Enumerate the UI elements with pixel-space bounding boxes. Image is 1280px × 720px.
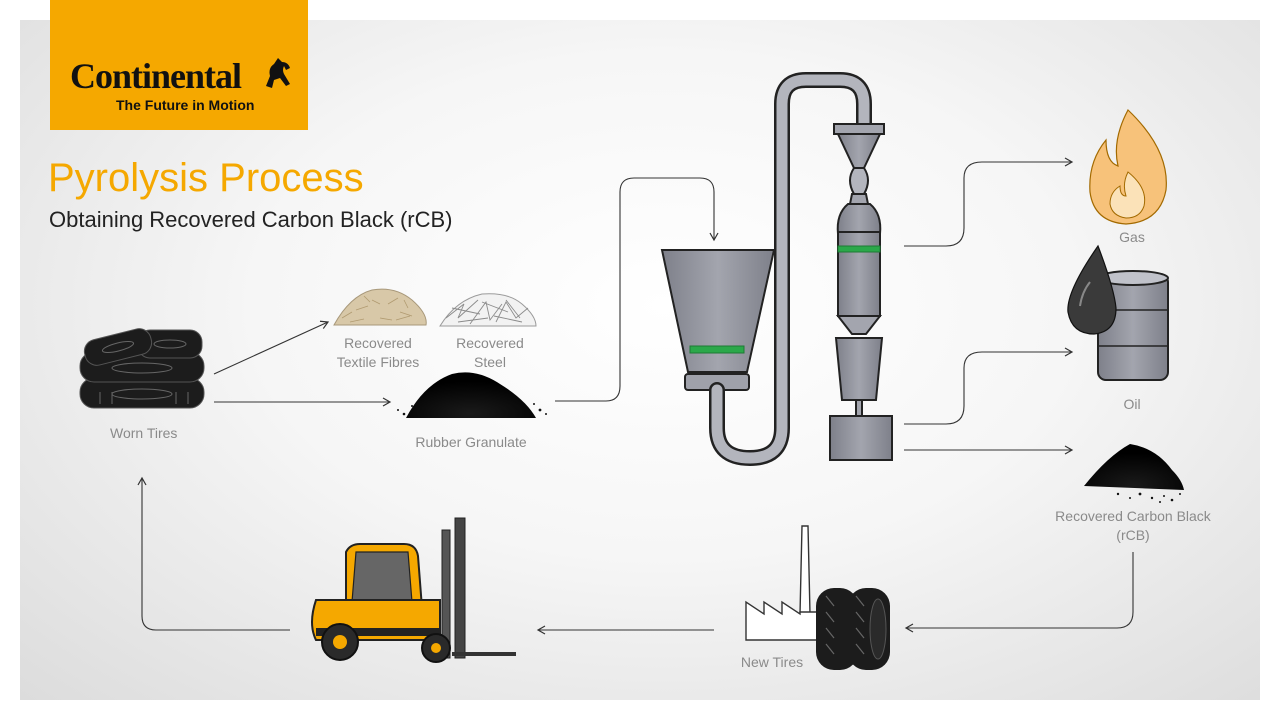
reactor-pipe bbox=[709, 72, 872, 467]
reactor-column-icon bbox=[829, 123, 893, 461]
steel-scrap-icon bbox=[439, 293, 537, 327]
label-rcb-line2: (rCB) bbox=[1116, 527, 1150, 543]
factory-icon bbox=[745, 525, 819, 641]
label-steel: Recovered Steel bbox=[450, 334, 530, 372]
arrow-to-gas bbox=[904, 157, 1074, 247]
new-tires-icon bbox=[816, 588, 890, 670]
label-gas: Gas bbox=[1119, 229, 1145, 245]
forklift-icon bbox=[311, 517, 516, 663]
brand-logo-box: Continental The Future in Motion bbox=[50, 0, 308, 130]
textile-fibres-icon bbox=[333, 288, 427, 326]
rubber-granulate-icon bbox=[397, 372, 547, 418]
funnel-green-band bbox=[689, 345, 745, 354]
arrow-forklift-to-tires bbox=[137, 476, 290, 631]
arrow-tires-to-fibres bbox=[213, 320, 330, 375]
reactor-green-band bbox=[837, 245, 881, 253]
carbon-black-pile-icon bbox=[1084, 444, 1184, 503]
brand-name: Continental bbox=[70, 56, 242, 96]
page-title: Pyrolysis Process bbox=[48, 156, 364, 200]
oil-drop-icon bbox=[1067, 244, 1117, 335]
continental-horse-icon bbox=[266, 58, 290, 88]
label-textile-fibres-line2: Textile Fibres bbox=[336, 354, 420, 370]
label-rubber-granulate: Rubber Granulate bbox=[415, 434, 527, 450]
tire-stack-icon bbox=[79, 328, 205, 409]
label-textile-fibres-line1: Recovered bbox=[344, 335, 412, 351]
arrow-rcb-to-factory bbox=[904, 552, 1134, 633]
label-textile-fibres: Recovered Textile Fibres bbox=[330, 334, 426, 372]
label-oil: Oil bbox=[1123, 396, 1141, 412]
arrow-to-oil bbox=[904, 347, 1074, 425]
label-steel-line1: Recovered bbox=[456, 335, 524, 351]
label-steel-line2: Steel bbox=[474, 354, 506, 370]
flow-arrows bbox=[137, 157, 1134, 635]
arrow-granulate-to-funnel bbox=[555, 177, 719, 402]
label-recovered-carbon-black: Recovered Carbon Black (rCB) bbox=[1046, 507, 1220, 545]
brand-tagline: The Future in Motion bbox=[116, 97, 255, 113]
diagram-stage bbox=[20, 20, 1260, 700]
label-new-tires: New Tires bbox=[740, 654, 804, 670]
label-rcb-line1: Recovered Carbon Black bbox=[1055, 508, 1211, 524]
page-subtitle: Obtaining Recovered Carbon Black (rCB) bbox=[49, 207, 453, 232]
flame-icon bbox=[1089, 109, 1167, 225]
label-worn-tires: Worn Tires bbox=[110, 425, 178, 441]
funnel-icon bbox=[660, 249, 776, 391]
